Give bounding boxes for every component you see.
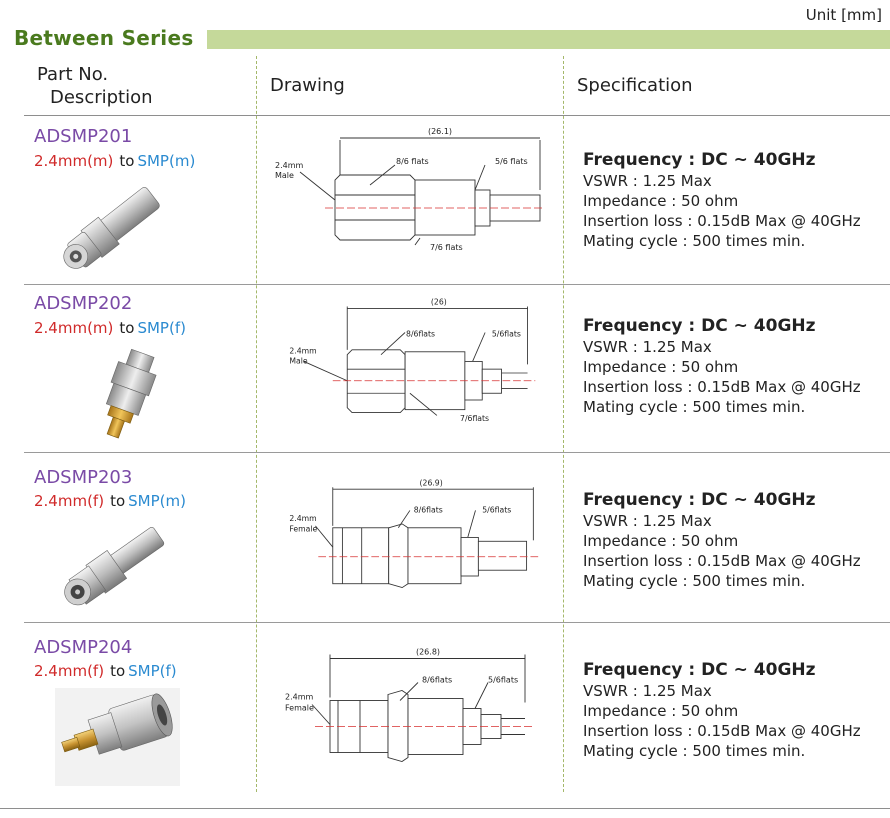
part-number: ADSMP203 xyxy=(34,467,133,488)
dimension-label: (26.1) xyxy=(428,127,452,136)
flats-label: 7/6 flats xyxy=(430,243,463,252)
connector-size-label: 2.4mm xyxy=(275,161,304,170)
specification-block: Frequency : DC ~ 40GHz VSWR : 1.25 Max I… xyxy=(583,315,861,417)
section-title: Between Series xyxy=(14,26,194,50)
spec-frequency: Frequency : DC ~ 40GHz xyxy=(583,316,816,336)
header-divider xyxy=(24,115,890,116)
spec-vswr: VSWR : 1.25 Max xyxy=(583,682,712,700)
flats-label: 8/6flats xyxy=(406,329,435,338)
flats-label: 5/6 flats xyxy=(495,157,528,166)
gender-label: Male xyxy=(275,171,294,180)
desc-to: to xyxy=(119,152,135,170)
spec-impedance: Impedance : 50 ohm xyxy=(583,358,739,376)
desc-from: 2.4mm(f) xyxy=(34,662,105,680)
dimension-label: (26.8) xyxy=(416,648,440,657)
desc-to: to xyxy=(119,319,135,337)
connector-size-label: 2.4mm xyxy=(285,693,314,702)
row-divider xyxy=(24,622,890,623)
spec-frequency: Frequency : DC ~ 40GHz xyxy=(583,150,816,170)
flats-label: 8/6 flats xyxy=(396,157,429,166)
spec-insertion-loss: Insertion loss : 0.15dB Max @ 40GHz xyxy=(583,722,861,740)
desc-to: to xyxy=(110,662,126,680)
part-number: ADSMP202 xyxy=(34,293,133,314)
desc-target: SMP(m) xyxy=(137,152,196,170)
spec-vswr: VSWR : 1.25 Max xyxy=(583,512,712,530)
footer-divider xyxy=(0,808,890,809)
spec-vswr: VSWR : 1.25 Max xyxy=(583,172,712,190)
spec-impedance: Impedance : 50 ohm xyxy=(583,192,739,210)
spec-frequency: Frequency : DC ~ 40GHz xyxy=(583,660,816,680)
connector-size-label: 2.4mm xyxy=(289,514,316,523)
desc-to: to xyxy=(110,492,126,510)
flats-label: 5/6flats xyxy=(482,505,511,514)
spec-impedance: Impedance : 50 ohm xyxy=(583,532,739,550)
section-title-bar xyxy=(207,30,890,49)
desc-from: 2.4mm(m) xyxy=(34,319,114,337)
part-number: ADSMP201 xyxy=(34,126,133,147)
flats-label: 5/6flats xyxy=(492,329,521,338)
spec-impedance: Impedance : 50 ohm xyxy=(583,702,739,720)
specification-block: Frequency : DC ~ 40GHz VSWR : 1.25 Max I… xyxy=(583,659,861,761)
connector-size-label: 2.4mm xyxy=(289,347,316,356)
spec-vswr: VSWR : 1.25 Max xyxy=(583,338,712,356)
specification-block: Frequency : DC ~ 40GHz VSWR : 1.25 Max I… xyxy=(583,489,861,591)
desc-target: SMP(m) xyxy=(128,492,186,510)
flats-label: 8/6flats xyxy=(422,676,452,685)
header-part-no: Part No. xyxy=(37,64,109,85)
flats-label: 7/6flats xyxy=(460,414,489,423)
spec-insertion-loss: Insertion loss : 0.15dB Max @ 40GHz xyxy=(583,212,861,230)
header-drawing: Drawing xyxy=(270,75,345,96)
spec-mating-cycle: Mating cycle : 500 times min. xyxy=(583,398,806,416)
dimension-label: (26) xyxy=(431,298,447,307)
flats-label: 5/6flats xyxy=(488,676,518,685)
column-divider-1 xyxy=(256,56,257,792)
desc-from: 2.4mm(m) xyxy=(34,152,114,170)
spec-frequency: Frequency : DC ~ 40GHz xyxy=(583,490,816,510)
header-description: Description xyxy=(50,87,153,108)
spec-insertion-loss: Insertion loss : 0.15dB Max @ 40GHz xyxy=(583,552,861,570)
row-divider xyxy=(24,452,890,453)
gender-label: Female xyxy=(285,704,314,713)
spec-insertion-loss: Insertion loss : 0.15dB Max @ 40GHz xyxy=(583,378,861,396)
technical-drawing: (26) 2.4mm Male 8/6flats 5/6flats 7/6fla… xyxy=(289,298,536,423)
desc-from: 2.4mm(f) xyxy=(34,492,105,510)
technical-drawing: (26.9) 2.4mm Female 8/6flats 5/6flats xyxy=(289,478,541,589)
column-divider-2 xyxy=(563,56,564,792)
product-photo xyxy=(64,527,165,606)
spec-mating-cycle: Mating cycle : 500 times min. xyxy=(583,742,806,760)
gender-label: Female xyxy=(289,525,317,534)
spec-mating-cycle: Mating cycle : 500 times min. xyxy=(583,572,806,590)
product-photo xyxy=(105,348,157,439)
header-specification: Specification xyxy=(577,75,693,96)
dimension-label: (26.9) xyxy=(420,478,443,487)
product-photo xyxy=(63,187,160,269)
product-photo xyxy=(55,688,180,786)
flats-label: 8/6flats xyxy=(414,505,443,514)
row-divider xyxy=(24,284,890,285)
technical-drawing: (26.1) 2.4mm Male 8/6 flats 5/6 flats 7/… xyxy=(275,127,545,252)
unit-label: Unit [mm] xyxy=(805,6,882,24)
desc-target: SMP(f) xyxy=(128,662,177,680)
desc-target: SMP(f) xyxy=(137,319,186,337)
gender-label: Male xyxy=(289,356,308,365)
specification-block: Frequency : DC ~ 40GHz VSWR : 1.25 Max I… xyxy=(583,149,861,251)
part-number: ADSMP204 xyxy=(34,637,133,658)
spec-mating-cycle: Mating cycle : 500 times min. xyxy=(583,232,806,250)
technical-drawing: (26.8) 2.4mm Female 8/6flats 5/6flats xyxy=(285,648,532,762)
